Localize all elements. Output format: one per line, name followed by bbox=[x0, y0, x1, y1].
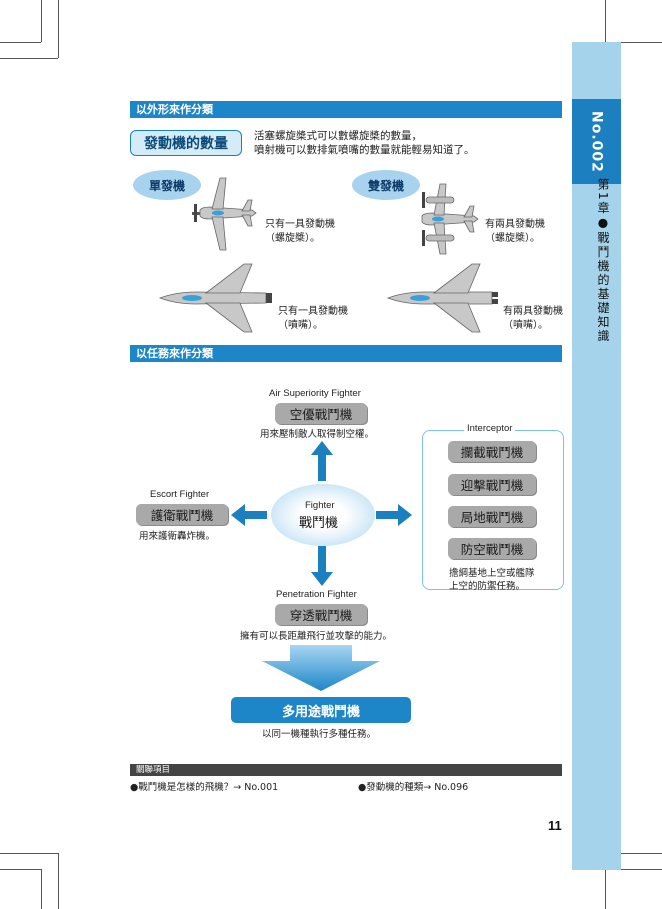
big-arrow-down-icon bbox=[262, 645, 380, 691]
crop-mark bbox=[0, 853, 58, 854]
side-tab-number-bg bbox=[572, 99, 621, 184]
single-jet-plane-icon bbox=[158, 263, 272, 333]
air-superiority-box: 空優戰鬥機 bbox=[275, 403, 367, 424]
interceptor-item: 迎擊戰鬥機 bbox=[448, 474, 536, 495]
crop-mark bbox=[605, 0, 606, 58]
related-link-no096[interactable]: ●發動機的種類→ No.096 bbox=[358, 782, 469, 793]
interceptor-item: 局地戰鬥機 bbox=[448, 506, 536, 527]
penetration-desc: 擁有可以長距離飛行並攻擊的能力。 bbox=[240, 631, 393, 642]
engine-count-tag: 發動機的數量 bbox=[130, 130, 242, 156]
interceptor-desc-line1: 擔綱基地上空或艦隊 bbox=[449, 568, 535, 579]
single-prop-plane-icon bbox=[192, 177, 257, 251]
side-tab-number: No.002 bbox=[588, 110, 605, 173]
fighter-center-en: Fighter bbox=[305, 500, 335, 511]
crop-mark bbox=[0, 58, 58, 59]
twin-prop-label-line1: 有兩具發動機 bbox=[485, 219, 545, 230]
multirole-box: 多用途戰鬥機 bbox=[231, 697, 411, 723]
single-jet-label-line2: （噴嘴）。 bbox=[278, 320, 323, 331]
escort-en: Escort Fighter bbox=[150, 489, 210, 500]
page-number: 11 bbox=[548, 818, 562, 833]
interceptor-en: Interceptor bbox=[464, 423, 516, 434]
arrow-up-icon bbox=[311, 441, 333, 481]
engine-desc-line2: 噴射機可以數排氣噴嘴的數量就能輕易知道了。 bbox=[254, 144, 475, 156]
twin-prop-plane-icon bbox=[421, 183, 479, 255]
interceptor-item: 防空戰鬥機 bbox=[448, 538, 536, 559]
fighter-center-zh: 戰鬥機 bbox=[299, 516, 339, 531]
single-prop-label-line2: （螺旋槳）。 bbox=[265, 233, 320, 244]
single-engine-badge: 單發機 bbox=[133, 170, 201, 200]
twin-jet-label-line2: （噴嘴）。 bbox=[503, 320, 548, 331]
air-superiority-desc: 用來壓制敵人取得制空權。 bbox=[260, 429, 375, 440]
arrow-down-icon bbox=[311, 546, 333, 586]
multirole-desc: 以同一機種執行多種任務。 bbox=[262, 729, 377, 740]
engine-desc-line1: 活塞螺旋槳式可以數螺旋槳的數量， bbox=[254, 130, 422, 142]
crop-mark bbox=[0, 42, 41, 43]
related-title: 關聯項目 bbox=[130, 764, 562, 776]
twin-engine-badge: 雙發機 bbox=[352, 170, 420, 200]
arrow-left-icon bbox=[231, 504, 267, 526]
escort-box: 護衛戰鬥機 bbox=[136, 504, 228, 525]
interceptor-item: 攔截戰鬥機 bbox=[448, 441, 536, 462]
crop-mark bbox=[58, 853, 59, 909]
crop-mark bbox=[605, 853, 606, 909]
crop-mark bbox=[0, 869, 41, 870]
twin-jet-plane-icon bbox=[386, 263, 498, 333]
side-tab-chapter: 第1章●戰鬥機的基礎知識 bbox=[596, 178, 610, 344]
single-prop-label-line1: 只有一具發動機 bbox=[265, 219, 335, 230]
crop-mark bbox=[621, 869, 662, 870]
crop-mark bbox=[41, 869, 42, 909]
air-superiority-en: Air Superiority Fighter bbox=[269, 388, 361, 399]
twin-prop-label-line2: （螺旋槳）。 bbox=[485, 233, 540, 244]
escort-desc: 用來護衛轟炸機。 bbox=[139, 531, 216, 542]
section-title-shape: 以外形來作分類 bbox=[130, 101, 562, 118]
interceptor-desc-line2: 上空的防禦任務。 bbox=[449, 581, 526, 592]
single-jet-label-line1: 只有一具發動機 bbox=[278, 306, 348, 317]
section-title-mission: 以任務來作分類 bbox=[130, 345, 562, 362]
penetration-box: 穿透戰鬥機 bbox=[275, 604, 367, 625]
arrow-right-icon bbox=[376, 504, 412, 526]
crop-mark bbox=[621, 42, 662, 43]
crop-mark bbox=[41, 0, 42, 42]
related-link-no001[interactable]: ●戰鬥機是怎樣的飛機？→ No.001 bbox=[130, 782, 279, 793]
crop-mark bbox=[621, 853, 662, 854]
twin-jet-label-line1: 有兩具發動機 bbox=[503, 306, 563, 317]
crop-mark bbox=[58, 0, 59, 58]
penetration-en: Penetration Fighter bbox=[276, 589, 357, 600]
fighter-center-shape bbox=[271, 484, 375, 546]
